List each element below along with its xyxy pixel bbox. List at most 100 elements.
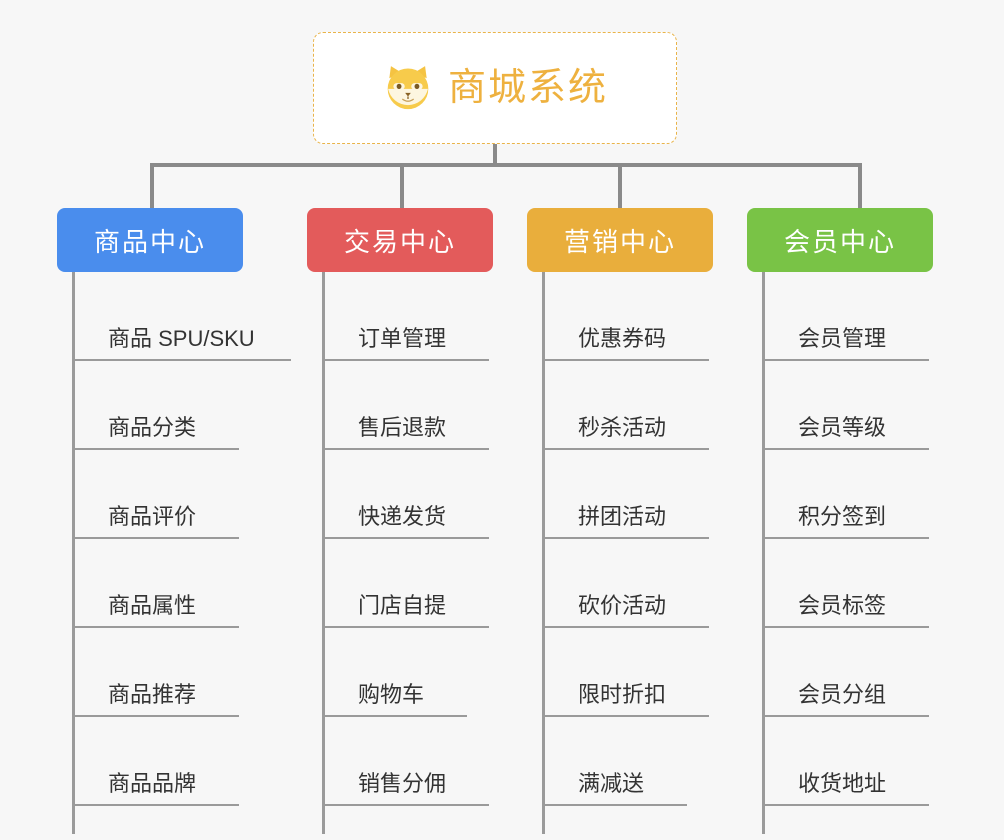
branch-spine-3 xyxy=(542,272,545,834)
list-item[interactable]: 快递发货 xyxy=(322,450,527,539)
leaf-underline xyxy=(322,715,467,717)
list-item[interactable]: 商品品牌 xyxy=(72,717,307,806)
list-item-label: 拼团活动 xyxy=(578,504,667,529)
leaf-list-2: 订单管理 售后退款 快递发货 门店自提 购物车 xyxy=(322,272,527,806)
list-item[interactable]: 商品分类 xyxy=(72,361,307,450)
list-item[interactable]: 砍价活动 xyxy=(542,539,747,628)
list-item-label: 积分签到 xyxy=(798,504,887,529)
list-item[interactable]: 优惠券码 xyxy=(542,272,747,361)
branch-header-1[interactable]: 商品中心 xyxy=(57,208,243,272)
leaf-underline xyxy=(72,537,239,539)
list-item[interactable]: 商品 SPU/SKU xyxy=(72,272,307,361)
branch-body-3: 优惠券码 秒杀活动 拼团活动 砍价活动 限时折扣 xyxy=(527,272,747,834)
list-item-label: 会员分组 xyxy=(798,682,887,707)
list-item-label: 会员标签 xyxy=(798,593,887,618)
leaf-underline xyxy=(322,804,489,806)
leaf-underline xyxy=(322,626,489,628)
connector-drop-branch-1 xyxy=(150,163,154,210)
list-item-label: 满减送 xyxy=(578,771,645,796)
branch-header-label-4: 会员中心 xyxy=(783,226,896,257)
leaf-underline xyxy=(542,626,709,628)
list-item-label: 商品品牌 xyxy=(108,771,197,796)
branch-body-2: 订单管理 售后退款 快递发货 门店自提 购物车 xyxy=(307,272,527,834)
leaf-list-4: 会员管理 会员等级 积分签到 会员标签 会员分组 xyxy=(762,272,967,806)
list-item[interactable]: 秒杀活动 xyxy=(542,361,747,450)
list-item[interactable]: 销售分佣 xyxy=(322,717,527,806)
leaf-underline xyxy=(72,359,291,361)
list-item-label: 门店自提 xyxy=(358,593,447,618)
connector-drop-branch-4 xyxy=(858,163,862,210)
leaf-underline xyxy=(542,359,709,361)
leaf-underline xyxy=(322,359,489,361)
connector-horizontal-bus xyxy=(150,163,862,167)
list-item-label: 购物车 xyxy=(358,682,425,707)
list-item-label: 商品评价 xyxy=(108,504,197,529)
list-item-label: 限时折扣 xyxy=(578,682,667,707)
list-item[interactable]: 商品评价 xyxy=(72,450,307,539)
list-item-label: 商品分类 xyxy=(108,415,197,440)
root-title: 商城系统 xyxy=(447,67,608,109)
list-item-label: 售后退款 xyxy=(358,415,447,440)
leaf-list-1: 商品 SPU/SKU 商品分类 商品评价 商品属性 商品推荐 xyxy=(72,272,307,806)
shiba-dog-face-icon xyxy=(387,66,429,110)
list-item-label: 商品推荐 xyxy=(108,682,197,707)
leaf-underline xyxy=(72,804,239,806)
leaf-underline xyxy=(542,448,709,450)
branch-column-4: 会员中心 会员管理 会员等级 积分签到 会员标签 xyxy=(747,208,967,834)
list-item-label: 会员管理 xyxy=(798,326,887,351)
list-item[interactable]: 订单管理 xyxy=(322,272,527,361)
leaf-underline xyxy=(542,537,709,539)
list-item[interactable]: 会员分组 xyxy=(762,628,967,717)
leaf-underline xyxy=(762,804,929,806)
branch-header-label-1: 商品中心 xyxy=(93,226,206,257)
list-item-label: 砍价活动 xyxy=(578,593,667,618)
branch-column-3: 营销中心 优惠券码 秒杀活动 拼团活动 砍价活动 xyxy=(527,208,747,834)
list-item[interactable]: 商品推荐 xyxy=(72,628,307,717)
list-item[interactable]: 拼团活动 xyxy=(542,450,747,539)
leaf-underline xyxy=(322,537,489,539)
list-item-label: 快递发货 xyxy=(358,504,447,529)
branch-body-4: 会员管理 会员等级 积分签到 会员标签 会员分组 xyxy=(747,272,967,834)
leaf-underline xyxy=(762,626,929,628)
list-item-label: 销售分佣 xyxy=(358,771,447,796)
branch-header-4[interactable]: 会员中心 xyxy=(747,208,933,272)
branch-body-1: 商品 SPU/SKU 商品分类 商品评价 商品属性 商品推荐 xyxy=(57,272,307,834)
list-item[interactable]: 限时折扣 xyxy=(542,628,747,717)
branch-header-3[interactable]: 营销中心 xyxy=(527,208,713,272)
root-node[interactable]: 商城系统 xyxy=(313,32,677,144)
branch-spine-4 xyxy=(762,272,765,834)
leaf-underline xyxy=(762,537,929,539)
list-item[interactable]: 会员等级 xyxy=(762,361,967,450)
leaf-underline xyxy=(72,715,239,717)
leaf-underline xyxy=(72,626,239,628)
list-item[interactable]: 售后退款 xyxy=(322,361,527,450)
leaf-underline xyxy=(762,448,929,450)
branch-header-label-3: 营销中心 xyxy=(563,226,676,257)
list-item-label: 订单管理 xyxy=(358,326,447,351)
leaf-underline xyxy=(542,804,687,806)
connector-drop-branch-3 xyxy=(618,163,622,210)
branch-header-2[interactable]: 交易中心 xyxy=(307,208,493,272)
leaf-underline xyxy=(762,715,929,717)
list-item[interactable]: 商品属性 xyxy=(72,539,307,628)
list-item[interactable]: 收货地址 xyxy=(762,717,967,806)
leaf-underline xyxy=(762,359,929,361)
list-item[interactable]: 会员标签 xyxy=(762,539,967,628)
list-item[interactable]: 门店自提 xyxy=(322,539,527,628)
branch-column-2: 交易中心 订单管理 售后退款 快递发货 门店自提 xyxy=(307,208,527,834)
list-item-label: 商品属性 xyxy=(108,593,197,618)
list-item-label: 会员等级 xyxy=(798,415,887,440)
list-item[interactable]: 满减送 xyxy=(542,717,747,806)
list-item[interactable]: 积分签到 xyxy=(762,450,967,539)
branch-header-label-2: 交易中心 xyxy=(343,226,456,257)
leaf-list-3: 优惠券码 秒杀活动 拼团活动 砍价活动 限时折扣 xyxy=(542,272,747,806)
list-item-label: 收货地址 xyxy=(798,771,887,796)
list-item-label: 商品 SPU/SKU xyxy=(108,326,255,351)
leaf-underline xyxy=(542,715,709,717)
leaf-underline xyxy=(322,448,489,450)
leaf-underline xyxy=(72,448,239,450)
list-item[interactable]: 购物车 xyxy=(322,628,527,717)
connector-drop-branch-2 xyxy=(400,163,404,210)
list-item[interactable]: 会员管理 xyxy=(762,272,967,361)
